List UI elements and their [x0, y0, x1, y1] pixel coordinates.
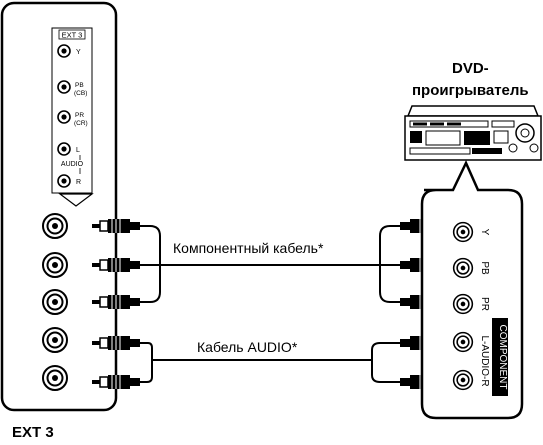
- inset-label-pr: PR: [75, 112, 84, 119]
- dvd-panel: Y PB PR L-AUDIO-R COMPONENT: [420, 160, 524, 420]
- tv-jack-audio-r: [42, 365, 68, 391]
- dvd-title: DVD- проигрыватель: [412, 58, 529, 102]
- dvd-jack-y: [452, 221, 474, 243]
- tv-jack-audio-l: [42, 327, 68, 353]
- dvd-title-line1: DVD-: [451, 60, 489, 77]
- inset-label-r: R: [76, 179, 81, 186]
- dvd-title-line2: проигрыватель: [412, 82, 529, 99]
- inset-label-pb: PB: [75, 82, 84, 89]
- audio-cable: [140, 342, 400, 383]
- inset-label-cr: (CR): [74, 120, 88, 127]
- tv-panel: EXT 3 Y PB (CB) PR (CR) L AUDIO R: [0, 1, 118, 412]
- dvd-jack-audio-r: [452, 369, 474, 391]
- inset-title: EXT 3: [62, 31, 83, 40]
- inset-label-audio: AUDIO: [61, 161, 84, 168]
- dvd-label-y: Y: [479, 229, 490, 236]
- component-cable-label: Компонентный кабель*: [173, 240, 324, 256]
- tv-jack-pb: [42, 252, 68, 278]
- tv-jack-y: [42, 213, 68, 239]
- inset-label-y: Y: [76, 49, 81, 56]
- dvd-label-pb: PB: [479, 261, 490, 275]
- tv-panel-title: EXT 3: [12, 424, 54, 441]
- dvd-jack-pr: [452, 293, 474, 315]
- dvd-label-audio: L-AUDIO-R: [479, 335, 490, 386]
- inset-label-l: L: [76, 147, 80, 154]
- inset-label-cb: (CB): [74, 90, 87, 97]
- dvd-label-pr: PR: [479, 297, 490, 311]
- audio-cable-label: Кабель AUDIO*: [197, 339, 298, 355]
- tv-jack-pr: [42, 289, 68, 315]
- component-cable: [140, 225, 400, 303]
- dvd-jack-pb: [452, 257, 474, 279]
- dvd-player: [404, 105, 542, 161]
- dvd-jack-audio-l: [452, 331, 474, 353]
- dvd-component-label: COMPONENT: [497, 325, 508, 390]
